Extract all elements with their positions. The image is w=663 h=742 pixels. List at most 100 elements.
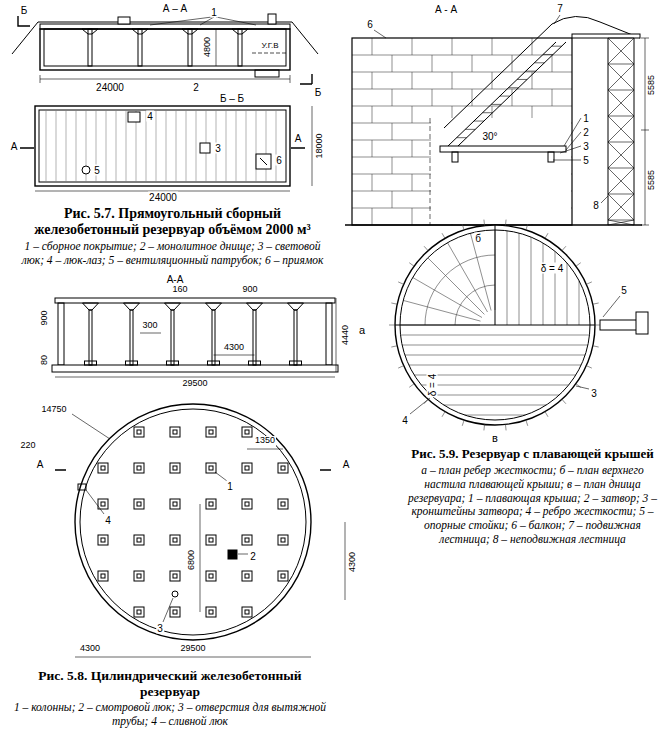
drawing-rect	[256, 154, 271, 169]
drawing-label: А	[294, 133, 303, 144]
drawing-label: 80	[40, 354, 50, 366]
drawing-line	[472, 55, 473, 72]
drawing-label: 7	[556, 3, 564, 14]
drawing-rect	[98, 499, 108, 509]
drawing-line	[517, 79, 527, 80]
drawing-label: 8	[592, 200, 600, 211]
drawing-path	[124, 303, 140, 310]
drawing-rect	[101, 574, 105, 578]
drawing-g	[82, 29, 248, 66]
drawing-label: δ = 4	[540, 263, 565, 274]
drawing-label: а	[358, 324, 366, 336]
drawing-rect	[228, 550, 237, 559]
drawing-rect	[245, 466, 249, 470]
drawing-rect	[173, 430, 177, 434]
drawing-rect	[78, 484, 86, 490]
caption-legend: 1 – колонны; 2 – смотровой люк; 3 – отве…	[10, 701, 330, 729]
drawing-rect	[137, 466, 141, 470]
drawing-path	[40, 75, 290, 83]
drawing-line	[55, 377, 335, 378]
drawing-rect	[209, 610, 213, 614]
drawing-line	[567, 263, 568, 325]
drawing-label: 220	[19, 441, 36, 451]
drawing-label: А – А	[162, 3, 188, 14]
drawing-rect	[242, 463, 252, 473]
drawing-line	[252, 53, 288, 54]
drawing-rect	[58, 303, 64, 365]
drawing-rect	[268, 14, 276, 24]
drawing-label: 1	[210, 7, 218, 18]
drawing-line	[389, 325, 395, 326]
drawing-path	[20, 147, 305, 149]
drawing-rect	[170, 607, 180, 617]
drawing-label: А - А	[434, 4, 458, 15]
drawing-rect	[134, 571, 144, 581]
drawing-rect	[130, 310, 133, 365]
drawing-line	[412, 38, 413, 55]
drawing-line	[372, 174, 373, 191]
drawing-rect	[40, 24, 290, 29]
drawing-label: 24000	[95, 82, 125, 93]
drawing-line	[608, 64, 634, 90]
drawing-line	[586, 282, 591, 284]
drawing-line	[608, 64, 634, 90]
drawing-rect	[253, 310, 256, 365]
drawing-line	[465, 129, 475, 130]
drawing-path	[132, 29, 148, 34]
drawing-line	[260, 158, 267, 165]
drawing-line	[608, 90, 634, 116]
drawing-line	[401, 335, 590, 336]
drawing-label: У.Г.В	[260, 42, 279, 51]
drawing-line	[608, 38, 609, 225]
drawing-label: 1	[582, 113, 590, 124]
drawing-rect	[281, 502, 285, 506]
drawing-g	[46, 111, 276, 181]
drawing-line	[352, 106, 572, 107]
drawing-line	[543, 54, 553, 55]
drawing-circle	[395, 225, 595, 425]
drawing-rect	[281, 466, 285, 470]
drawing-line	[430, 118, 431, 225]
drawing-rect	[206, 499, 216, 509]
drawing-line	[392, 123, 393, 140]
drawing-line	[552, 55, 553, 72]
drawing-rect	[173, 502, 177, 506]
drawing-rect	[242, 607, 252, 617]
drawing-path	[641, 38, 649, 225]
drawing-line	[634, 38, 635, 225]
drawing-line	[545, 412, 548, 417]
drawing-rect	[249, 361, 261, 365]
drawing-rect	[294, 310, 297, 365]
drawing-g	[457, 46, 562, 138]
drawing-rect	[137, 610, 141, 614]
drawing-rect	[245, 538, 249, 542]
drawing-line	[403, 300, 480, 321]
drawing-line	[352, 72, 572, 73]
drawing-line	[519, 233, 520, 325]
drawing-rect	[98, 571, 108, 581]
drawing-line	[483, 220, 485, 226]
drawing-rect	[245, 502, 249, 506]
drawing-rect	[206, 463, 216, 473]
drawing-line	[391, 346, 397, 347]
drawing-line	[608, 168, 634, 169]
drawing-path	[165, 303, 181, 310]
drawing-rect	[200, 143, 210, 153]
drawing-rect	[548, 152, 554, 162]
drawing-line	[75, 657, 311, 658]
drawing-label: 6	[366, 19, 374, 30]
drawing-line	[462, 224, 464, 230]
drawing-line	[246, 111, 247, 181]
drawing-rect	[208, 361, 220, 365]
drawing-path	[182, 29, 198, 34]
drawing-line	[421, 385, 568, 386]
drawing-line	[409, 263, 414, 267]
drawing-line	[645, 38, 646, 225]
caption-title: Рис. 5.9. Резервуар с плавающей крышей	[405, 447, 660, 462]
drawing-rect	[137, 538, 141, 542]
drawing-line	[352, 55, 572, 56]
drawing-line	[414, 375, 576, 376]
drawing-line	[608, 142, 634, 143]
drawing-line	[140, 333, 161, 334]
drawing-label: 5	[93, 165, 101, 176]
